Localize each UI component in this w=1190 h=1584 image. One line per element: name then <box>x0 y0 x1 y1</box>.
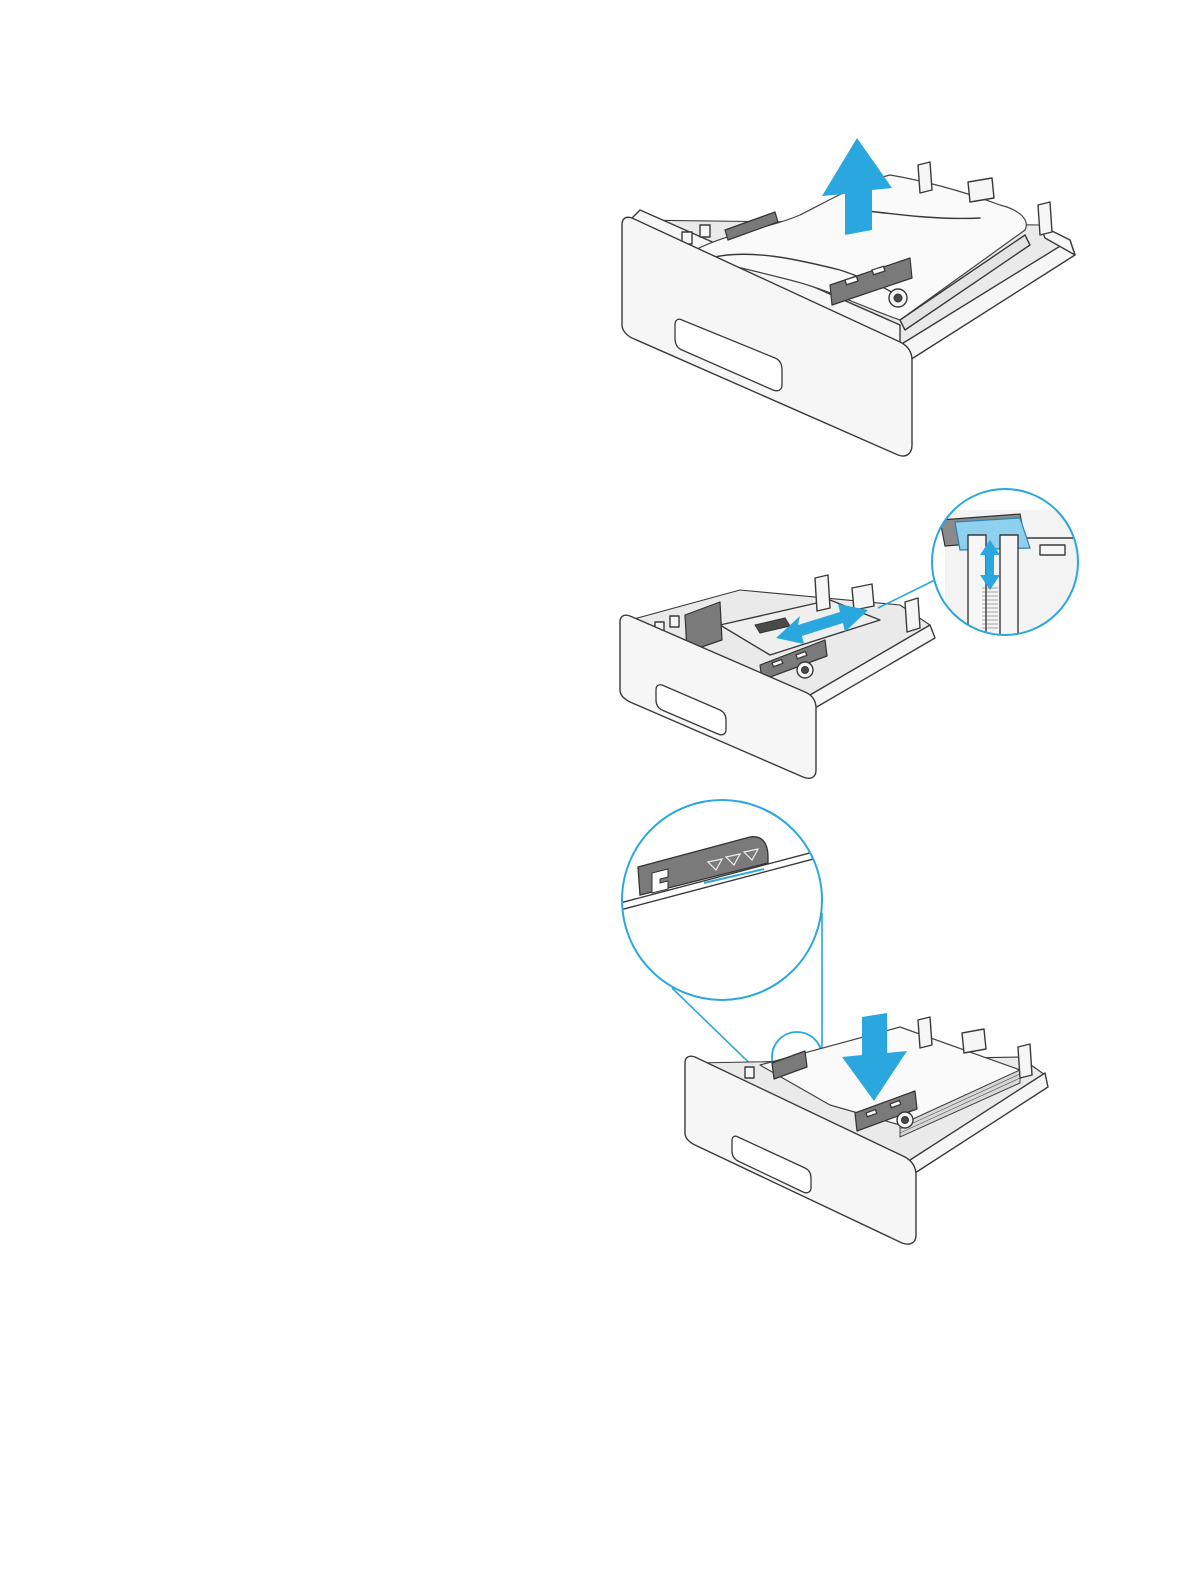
tray-clip <box>815 575 830 611</box>
tray-clip <box>962 1029 986 1053</box>
tray-clip <box>745 1067 754 1078</box>
tray-clip <box>918 162 932 193</box>
tray-illustration-3 <box>600 795 1070 1255</box>
tray-clip <box>670 616 679 627</box>
figure-load-paper <box>600 795 1070 1255</box>
tray-clip <box>1018 1044 1032 1078</box>
guide-knob-center <box>902 1117 909 1124</box>
guide-knob-center <box>894 294 902 302</box>
detail-callout-guide <box>932 489 1085 640</box>
figure-adjust-guides <box>600 480 1100 790</box>
tray-illustration-1 <box>600 120 1100 470</box>
tray-illustration-2 <box>600 480 1100 790</box>
figure-remove-paper <box>600 120 1100 470</box>
tray-clip <box>700 225 710 237</box>
tray-clip <box>852 584 874 610</box>
tray-clip <box>918 1017 932 1048</box>
tray-clip <box>1038 202 1052 235</box>
tray-clip <box>905 598 920 632</box>
tray-clip <box>968 178 994 202</box>
guide-knob-center <box>802 667 809 674</box>
detail-callout-stack-height <box>620 800 840 1000</box>
